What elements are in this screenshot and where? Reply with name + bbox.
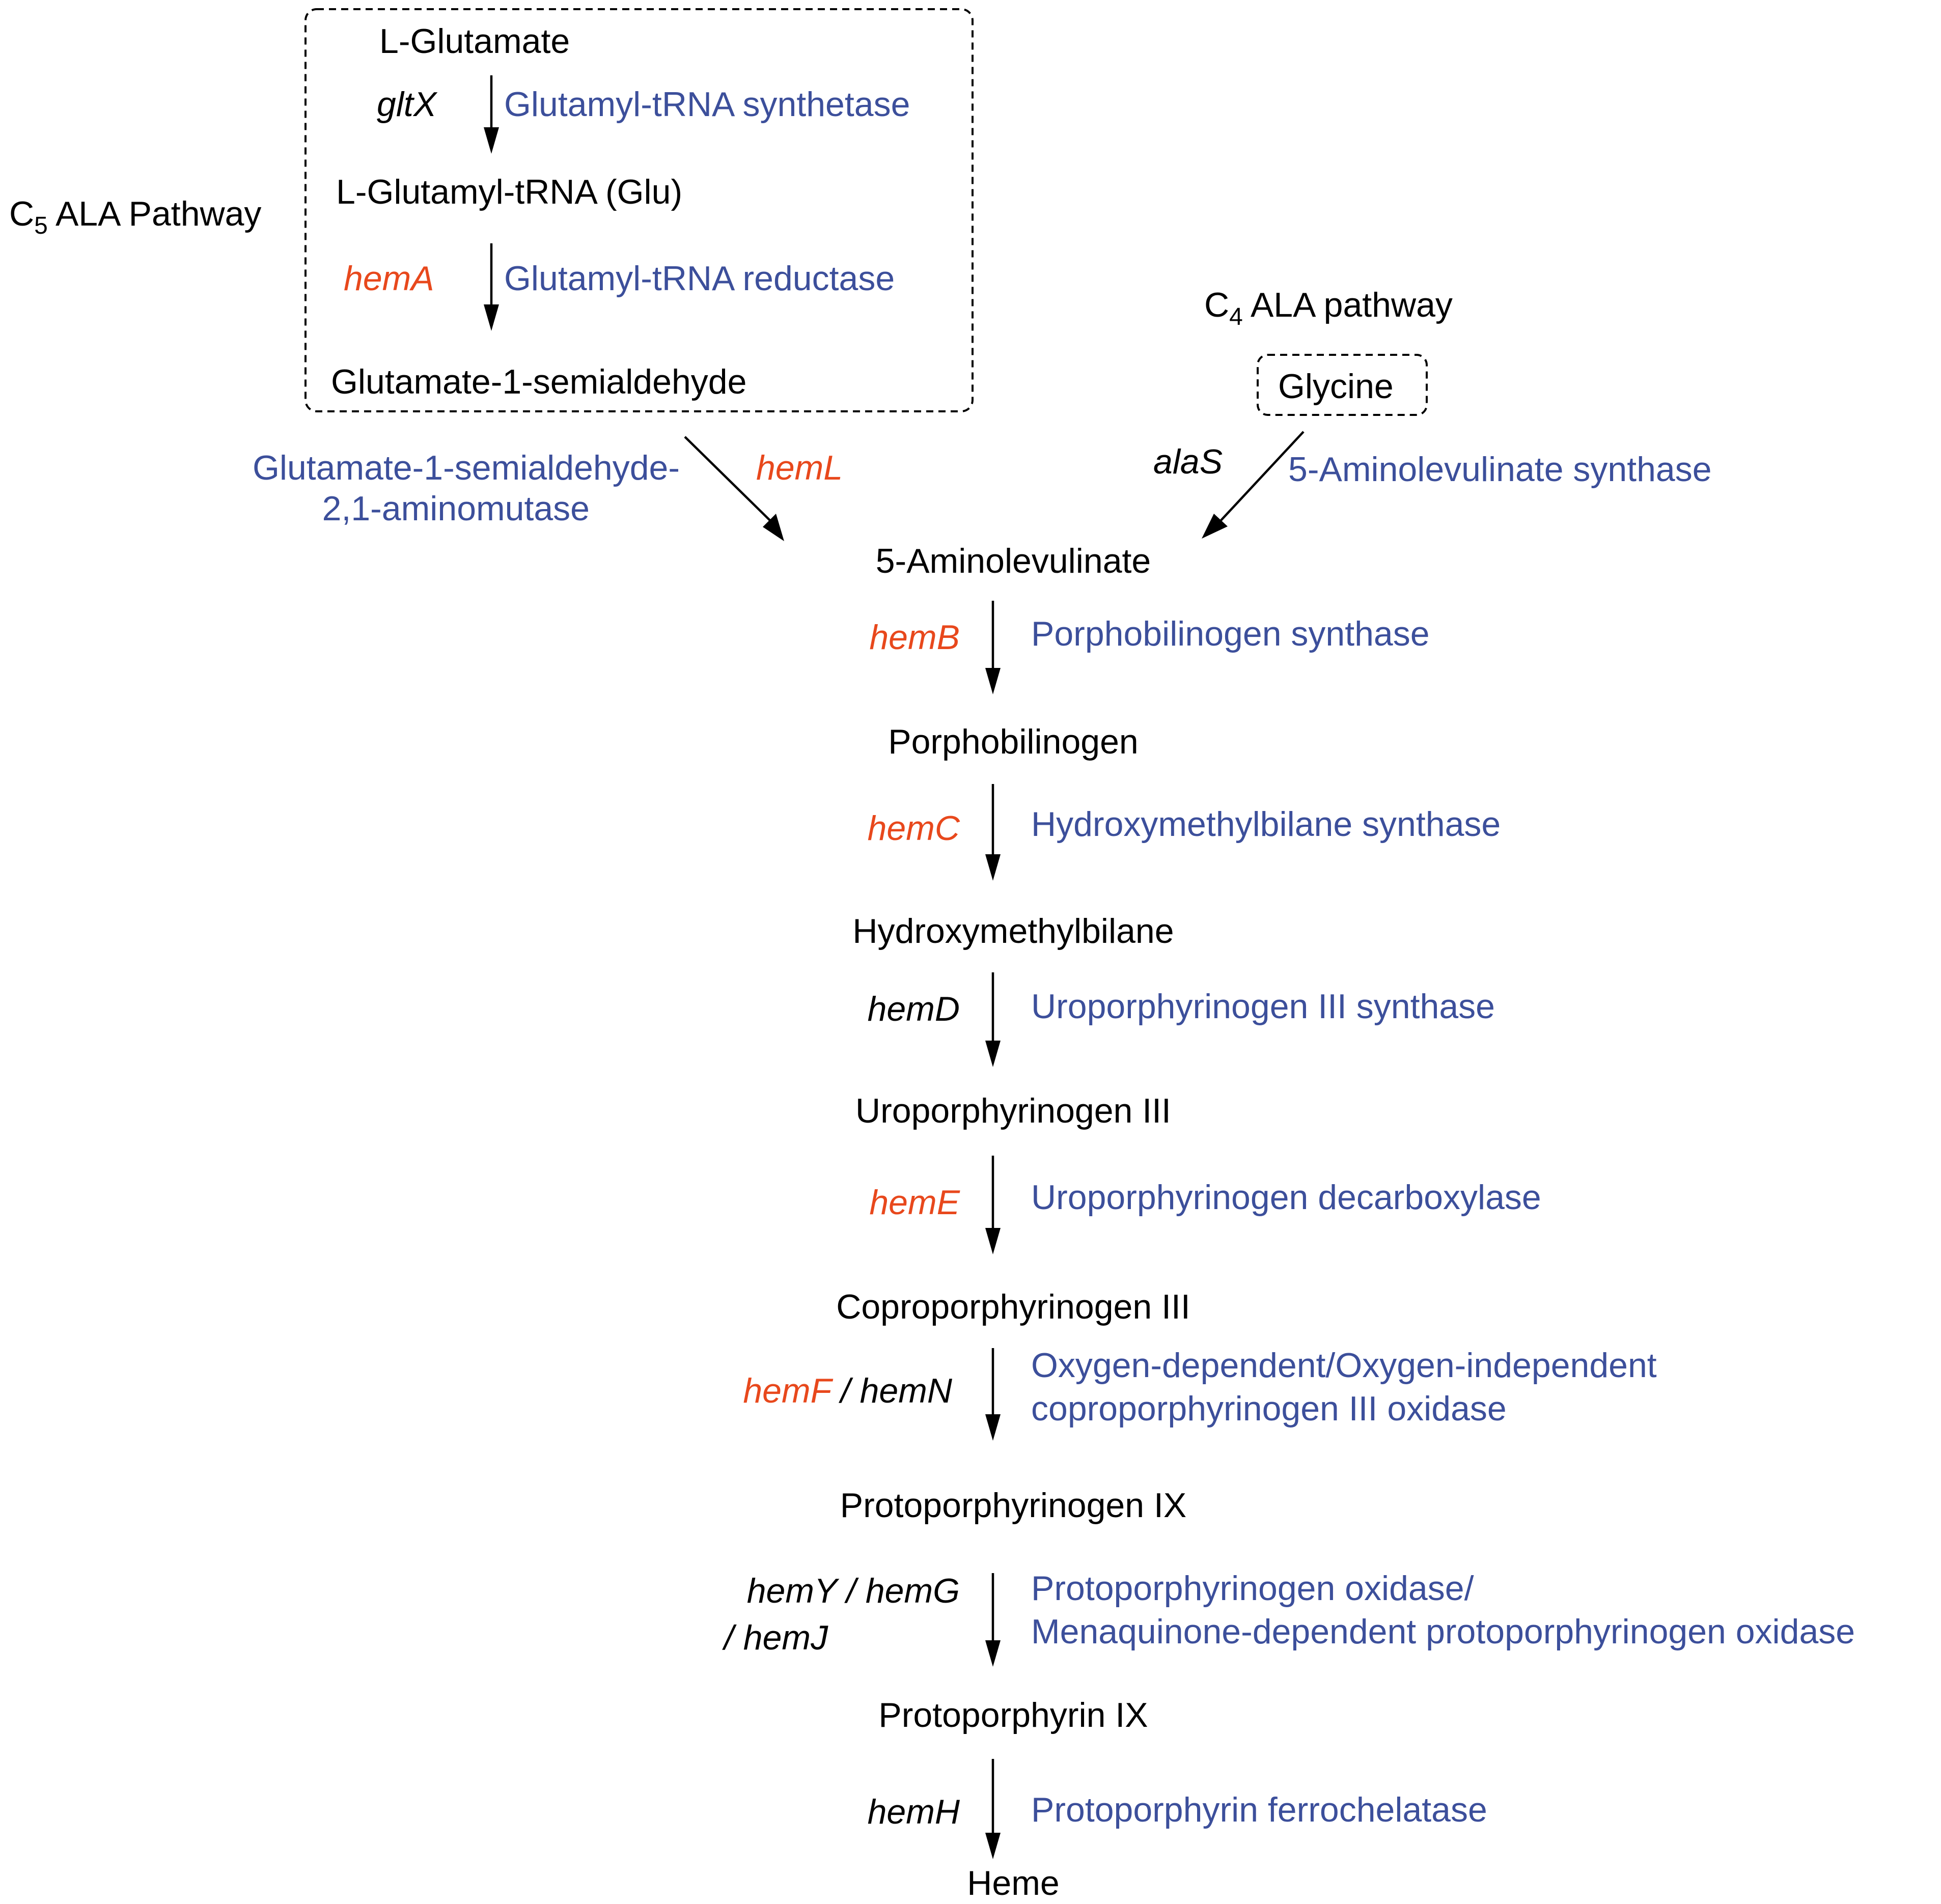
arrow-hemf: [985, 1348, 1001, 1441]
metabolite-coproporphyrinogen: Coproporphyrinogen III: [836, 1287, 1190, 1326]
enzyme-gsa-aminomutase-line1: Glutamate-1-semialdehyde-: [253, 449, 680, 487]
arrow-gltx: [484, 75, 499, 154]
enzyme-gsa-aminomutase-line2: 2,1-aminomutase: [322, 489, 590, 528]
arrow-hemd: [985, 972, 1001, 1067]
gene-hemj: / hemJ: [722, 1618, 828, 1657]
gene-hemy-hemg: hemY / hemG: [747, 1572, 960, 1610]
enzyme-ala-synthase: 5-Aminolevulinate synthase: [1288, 450, 1712, 489]
arrow-hemy: [985, 1573, 1001, 1667]
arrow-hemh: [985, 1759, 1001, 1859]
arrow-hemb: [985, 601, 1001, 694]
c5-pathway-label: C5 ALA Pathway: [9, 194, 261, 239]
gene-alas: alaS: [1153, 442, 1223, 481]
metabolite-glutamate-semialdehyde: Glutamate-1-semialdehyde: [331, 362, 746, 401]
metabolite-protoporphyrinogen: Protoporphyrinogen IX: [840, 1486, 1186, 1525]
metabolite-l-glutamyl-trna: L-Glutamyl-tRNA (Glu): [336, 173, 682, 211]
gene-heme: hemE: [869, 1183, 960, 1222]
gene-gltx: gltX: [377, 85, 438, 124]
gene-hemd: hemD: [868, 990, 960, 1028]
gene-hema: hemA: [344, 259, 434, 298]
arrow-heml: [684, 436, 784, 541]
enzyme-proto-oxidase-line1: Protoporphyrinogen oxidase/: [1031, 1569, 1474, 1608]
enzyme-copro-oxidase-line2: coproporphyrinogen III oxidase: [1031, 1389, 1507, 1428]
c4-pathway-label: C4 ALA pathway: [1204, 286, 1453, 330]
gene-hemb: hemB: [869, 618, 960, 657]
metabolite-aminolevulinate: 5-Aminolevulinate: [876, 542, 1151, 580]
metabolite-hydroxymethylbilane: Hydroxymethylbilane: [852, 912, 1174, 950]
enzyme-ferrochelatase: Protoporphyrin ferrochelatase: [1031, 1790, 1487, 1829]
arrow-heme: [985, 1156, 1001, 1254]
c5-pathway-box: [304, 8, 974, 412]
arrow-hema: [484, 243, 499, 331]
arrow-alas: [1202, 431, 1305, 539]
metabolite-heme: Heme: [967, 1864, 1059, 1902]
gene-hemf-hemn: hemF / hemN: [743, 1371, 953, 1410]
enzyme-pbg-synthase: Porphobilinogen synthase: [1031, 614, 1430, 653]
enzyme-copro-oxidase-line1: Oxygen-dependent/Oxygen-independent: [1031, 1346, 1657, 1385]
enzyme-glutamyl-trna-reductase: Glutamyl-tRNA reductase: [504, 259, 895, 298]
enzyme-proto-oxidase-line2: Menaquinone-dependent protoporphyrinogen…: [1031, 1612, 1855, 1651]
metabolite-glycine: Glycine: [1278, 367, 1394, 406]
gene-hemh: hemH: [868, 1793, 960, 1831]
glycine-box: [1257, 354, 1428, 416]
gene-heml: hemL: [756, 449, 843, 487]
enzyme-uro-decarboxylase: Uroporphyrinogen decarboxylase: [1031, 1178, 1541, 1217]
arrow-hemc: [985, 784, 1001, 881]
enzyme-uro-synthase: Uroporphyrinogen III synthase: [1031, 987, 1495, 1026]
metabolite-uroporphyrinogen: Uroporphyrinogen III: [855, 1091, 1171, 1130]
gene-hemc: hemC: [868, 809, 960, 848]
metabolite-porphobilinogen: Porphobilinogen: [888, 722, 1139, 761]
metabolite-protoporphyrin: Protoporphyrin IX: [878, 1696, 1148, 1734]
enzyme-hmb-synthase: Hydroxymethylbilane synthase: [1031, 805, 1501, 844]
enzyme-glutamyl-trna-synthetase: Glutamyl-tRNA synthetase: [504, 85, 910, 124]
metabolite-l-glutamate: L-Glutamate: [379, 22, 570, 61]
